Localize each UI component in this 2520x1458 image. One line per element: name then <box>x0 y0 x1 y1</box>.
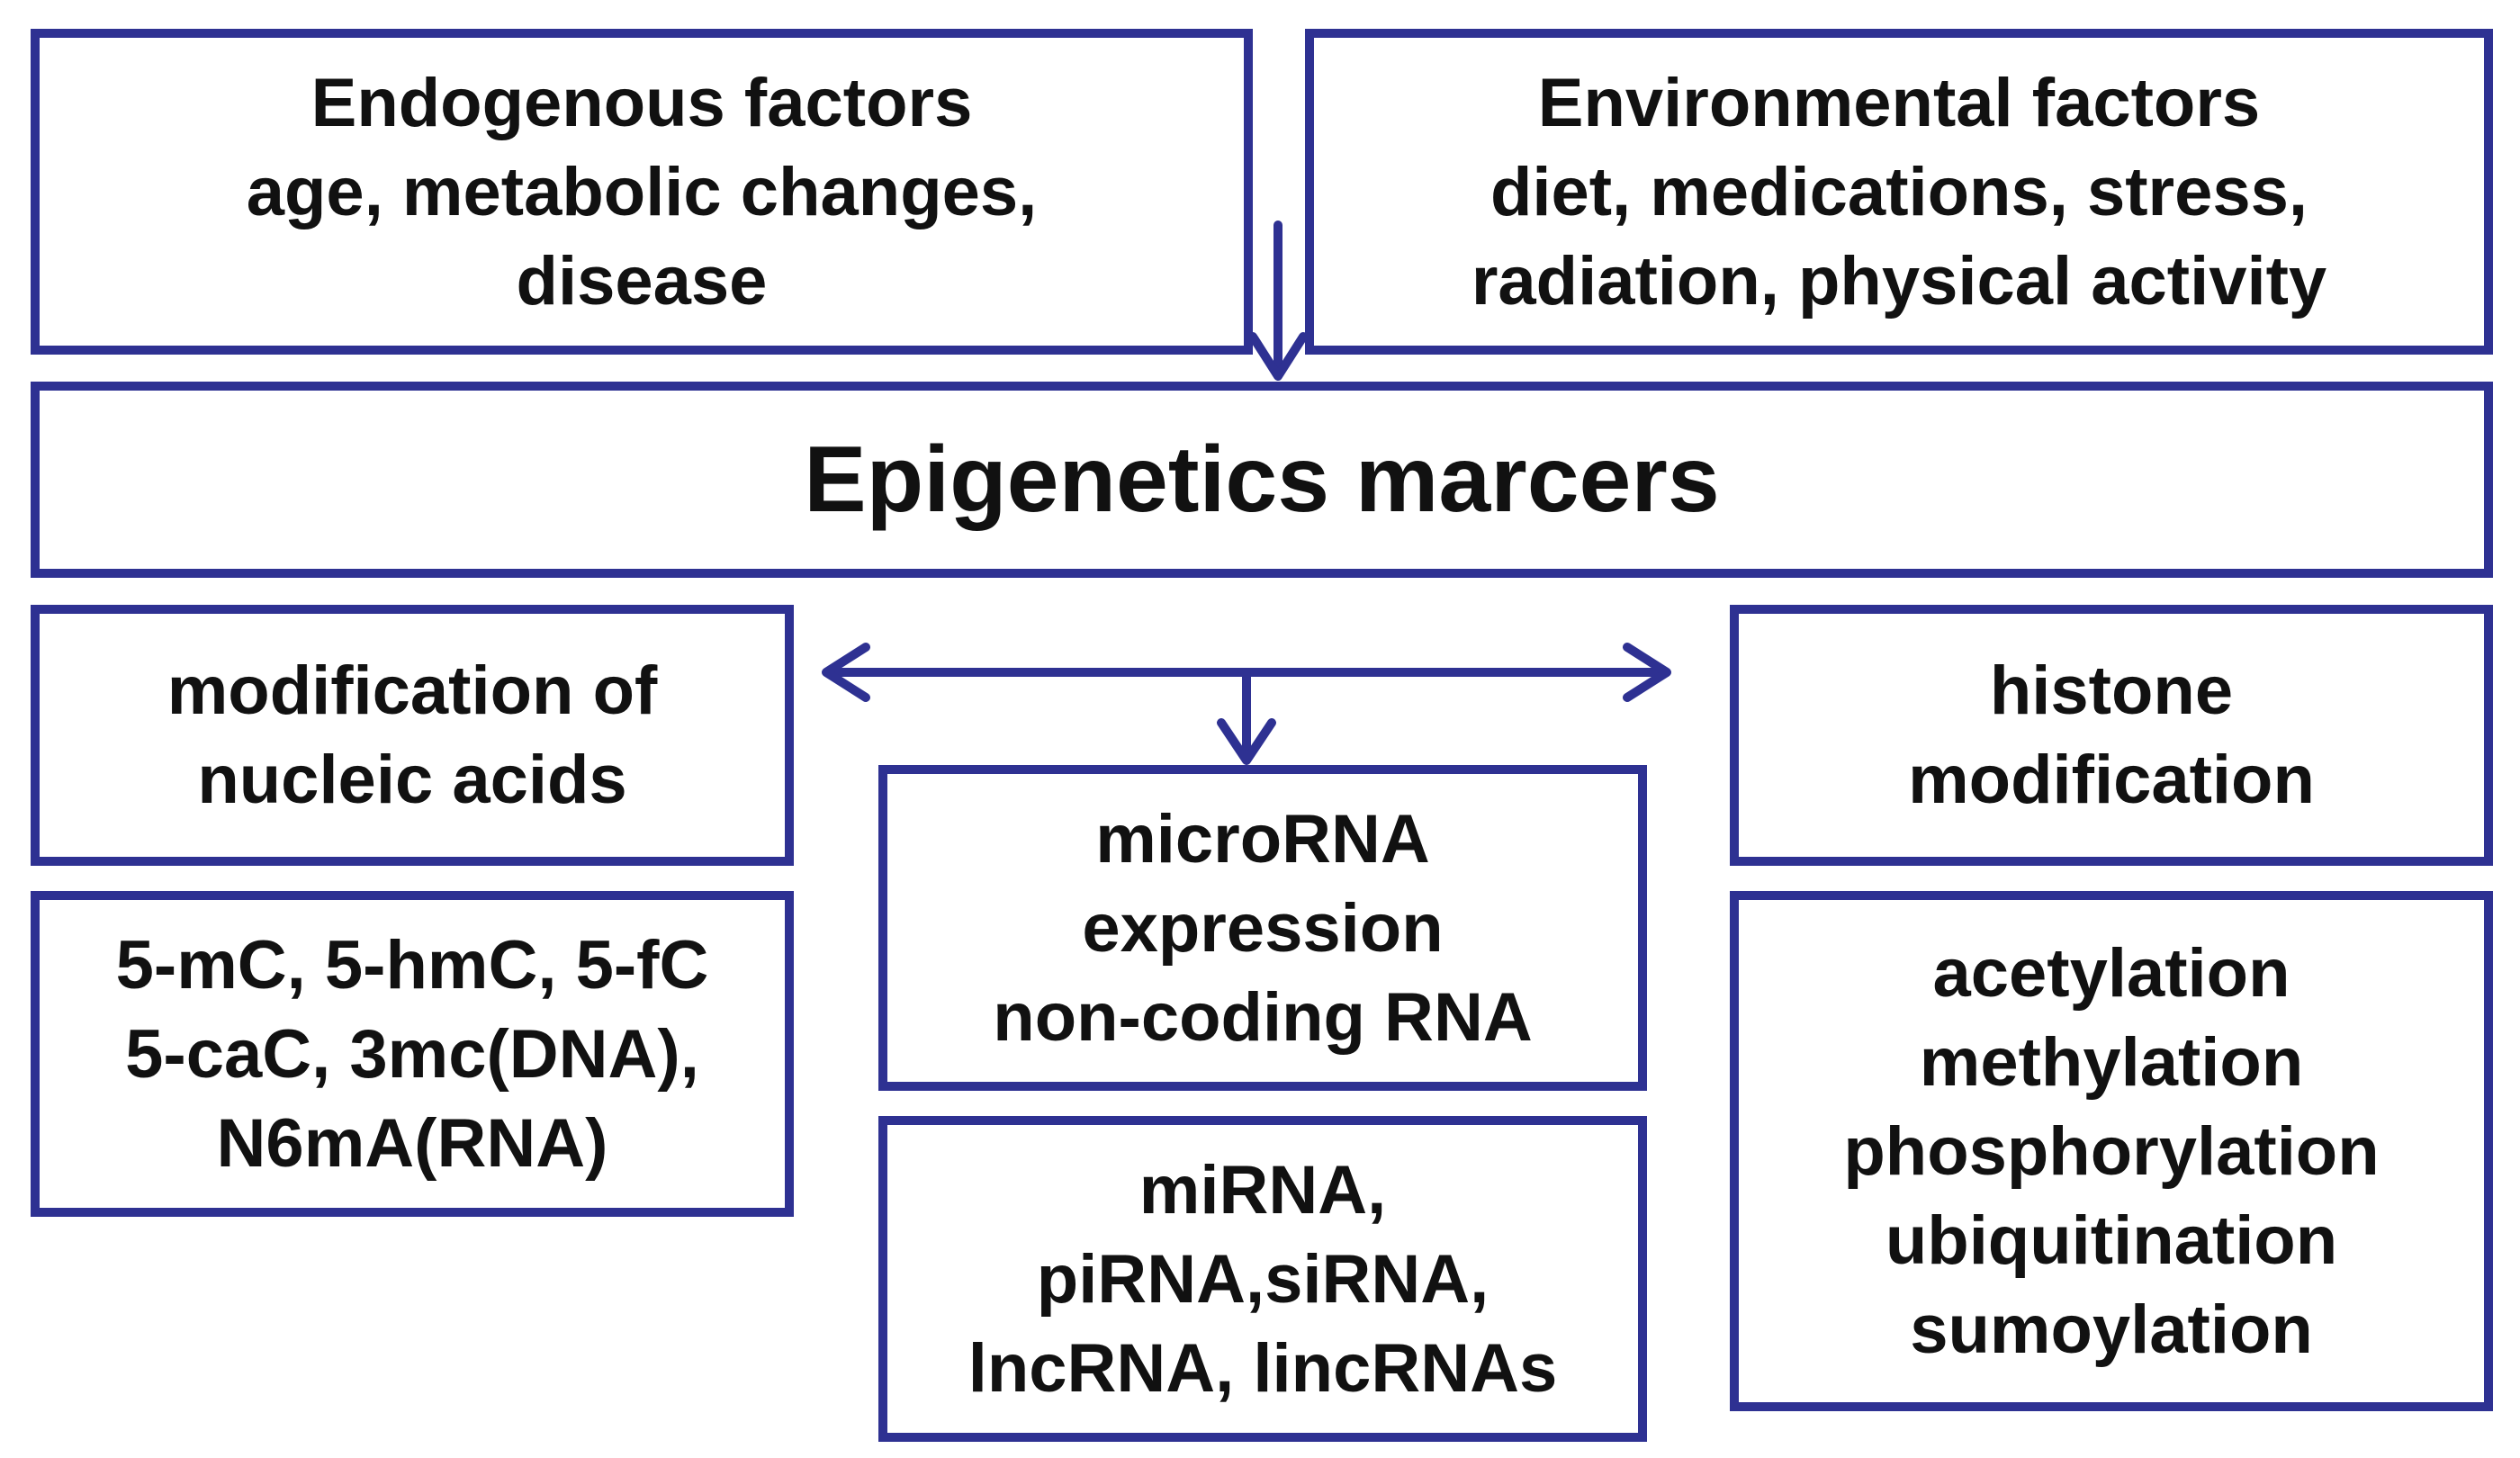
nucleic-acids-line-1: modification of <box>166 652 658 729</box>
histone-list-line-2: methylation <box>1919 1023 2304 1101</box>
nucleic-acids-list-line-2: 5-caC, 3mc(DNA), <box>125 1015 699 1093</box>
arrow-factors-to-epigenetics-head <box>1248 332 1308 381</box>
environmental-factors-line-2: diet, medications, stress, <box>1490 153 2308 230</box>
arrow-left-head <box>822 643 870 702</box>
arrow-right-head <box>1623 643 1671 702</box>
microrna-line-1: microRNA <box>1095 800 1430 878</box>
environmental-factors-box: Environmental factors diet, medications,… <box>1305 29 2493 355</box>
epigenetics-markers-box: Epigenetics marcers <box>31 382 2493 578</box>
nucleic-acids-line-2: nucleic acids <box>197 742 627 818</box>
rna-list-line-1: miRNA, <box>1138 1151 1387 1228</box>
endogenous-factors-line-3: disease <box>516 242 768 320</box>
rna-list-line-2: piRNA,siRNA, <box>1036 1240 1490 1318</box>
histone-list-line-5: sumoylation <box>1910 1291 2313 1368</box>
histone-list-line-3: phosphorylation <box>1843 1112 2380 1190</box>
histone-list-line-4: ubiquitination <box>1885 1202 2338 1279</box>
microrna-line-3: non-coding RNA <box>993 978 1533 1056</box>
microrna-line-2: expression <box>1082 889 1444 967</box>
environmental-factors-title: Environmental factors <box>1537 64 2261 141</box>
histone-list-line-1: acetylation <box>1932 934 2290 1012</box>
environmental-factors-line-3: radiation, physical activity <box>1471 242 2327 320</box>
epigenetics-markers-title: Epigenetics marcers <box>804 428 1720 532</box>
endogenous-factors-title: Endogenous factors <box>310 64 973 141</box>
nucleic-acids-list-box: 5-mC, 5-hmC, 5-fC 5-caC, 3mc(DNA), N6mA(… <box>31 891 794 1217</box>
nucleic-acids-list-line-1: 5-mC, 5-hmC, 5-fC <box>115 926 709 1004</box>
histone-line-1: histone <box>1989 652 2234 729</box>
rna-list-line-3: lncRNA, lincRNAs <box>968 1329 1558 1407</box>
endogenous-factors-box: Endogenous factors age, metabolic change… <box>31 29 1253 355</box>
histone-line-2: modification <box>1908 742 2315 818</box>
nucleic-acids-list-line-3: N6mA(RNA) <box>216 1104 608 1182</box>
histone-modification-box: histone modification <box>1730 605 2493 866</box>
nucleic-acids-modification-box: modification of nucleic acids <box>31 605 794 866</box>
endogenous-factors-line-2: age, metabolic changes, <box>246 153 1038 230</box>
microrna-expression-box: microRNA expression non-coding RNA <box>878 765 1647 1091</box>
histone-modifications-list-box: acetylation methylation phosphorylation … <box>1730 891 2493 1411</box>
arrow-to-microrna-head <box>1217 718 1276 765</box>
rna-types-list-box: miRNA, piRNA,siRNA, lncRNA, lincRNAs <box>878 1116 1647 1442</box>
